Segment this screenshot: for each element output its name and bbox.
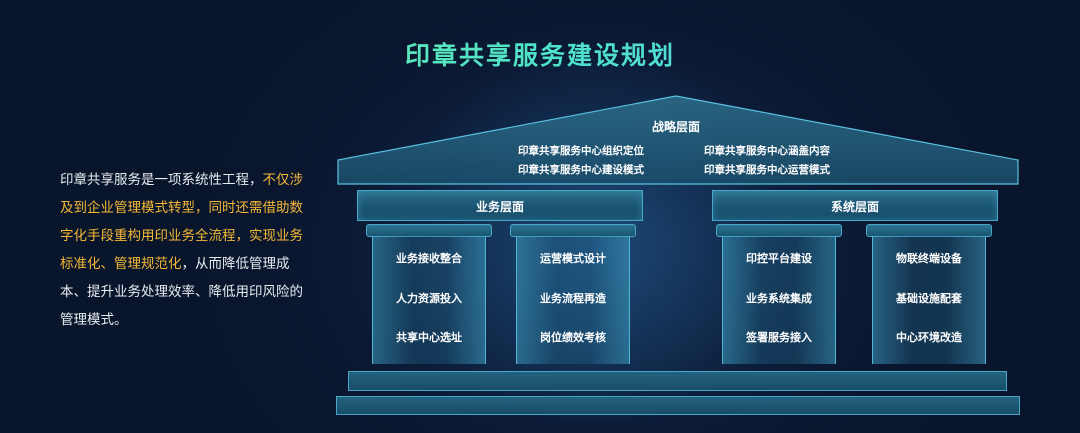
column-item: 人力资源投入 <box>396 292 462 305</box>
column-item: 物联终端设备 <box>896 252 962 265</box>
page-title: 印章共享服务建设规划 <box>0 36 1080 72</box>
business-layer-label: 业务层面 <box>475 200 524 214</box>
roof-item-scope: 印章共享服务中心涵盖内容 <box>704 145 830 157</box>
column-item: 岗位绩效考核 <box>540 331 606 344</box>
system-column-1: 印控平台建设 业务系统集成 签署服务接入 <box>722 236 836 364</box>
column-item: 签署服务接入 <box>746 331 812 344</box>
intro-text-plain-end: ，从而降低管理成本、提升业务处理效率、降低用印风险的管理模式。 <box>60 256 303 328</box>
column-item: 业务系统集成 <box>746 292 812 305</box>
business-column-2: 运营模式设计 业务流程再造 岗位绩效考核 <box>516 236 630 364</box>
intro-paragraph: 印章共享服务是一项系统性工程，不仅涉及到企业管理模式转型，同时还需借助数字化手段… <box>60 166 312 334</box>
system-layer-beam: 系统层面 <box>712 190 998 221</box>
strategy-layer-label: 战略层面 <box>651 120 700 134</box>
business-column-1: 业务接收整合 人力资源投入 共享中心选址 <box>372 236 486 364</box>
business-layer-beam: 业务层面 <box>357 190 643 221</box>
roof-triangle <box>337 95 1019 185</box>
column-item: 运营模式设计 <box>540 252 606 265</box>
intro-text-highlight: 不仅涉及到企业管理模式转型，同时还需借助数字化手段重构用印业务全流程，实现业务标… <box>60 172 303 272</box>
column-item: 中心环境改造 <box>896 331 962 344</box>
column-item: 共享中心选址 <box>396 331 462 344</box>
column-item: 印控平台建设 <box>746 252 812 265</box>
roof-item-build-model: 印章共享服务中心建设模式 <box>518 164 644 176</box>
column-item: 业务流程再造 <box>540 292 606 305</box>
system-layer-label: 系统层面 <box>830 200 879 214</box>
intro-text-plain: 印章共享服务是一项系统性工程， <box>60 172 263 188</box>
column-item: 业务接收整合 <box>396 252 462 265</box>
column-item: 基础设施配套 <box>896 292 962 305</box>
system-column-2: 物联终端设备 基础设施配套 中心环境改造 <box>872 236 986 364</box>
roof-item-org-positioning: 印章共享服务中心组织定位 <box>518 145 644 157</box>
base-step-upper <box>348 371 1007 391</box>
roof-item-operation-model: 印章共享服务中心运营模式 <box>704 164 830 176</box>
base-step-lower <box>336 396 1020 415</box>
